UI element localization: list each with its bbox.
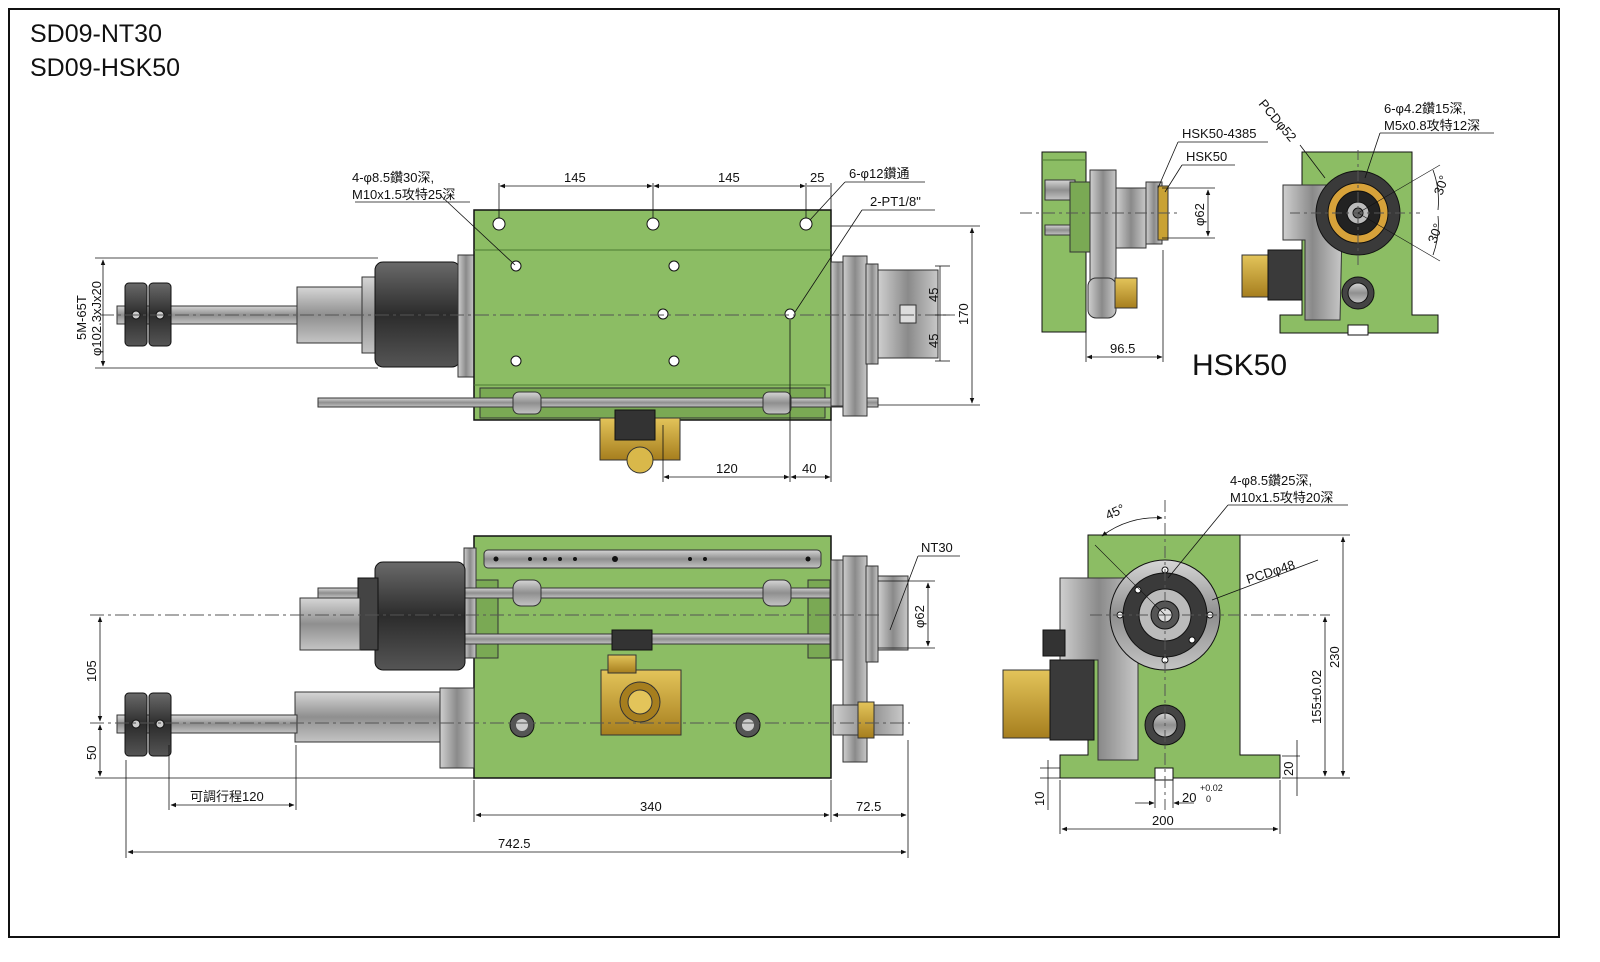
dim-145-b: 145: [718, 170, 740, 185]
hsk-callout-1: HSK50-4385: [1182, 126, 1256, 141]
front-valve: [1002, 669, 1054, 739]
side-nt30: NT30: [921, 540, 953, 555]
hsk-front-view: 30° 30° PCDφ52 6-φ4.2鑽15深, M5x0.8攻特12深: [1241, 96, 1494, 336]
front-pcd: PCDφ48: [1244, 557, 1297, 587]
front-dim-20-v: 20: [1281, 762, 1296, 776]
front-holes-1: 4-φ8.5鑽25深,: [1230, 473, 1312, 488]
side-dim-340: 340: [640, 799, 662, 814]
side-dim-105: 105: [84, 660, 99, 682]
hsk-holes-2: M5x0.8攻特12深: [1384, 118, 1480, 133]
dim-120: 120: [716, 461, 738, 476]
hsk-angle-b: 30°: [1425, 221, 1446, 245]
side-dim-742-5: 742.5: [498, 836, 531, 851]
side-view: φ62 NT30 105 50 可調行程120 340 72.5 742.5: [84, 535, 960, 858]
dim-145-a: 145: [564, 170, 586, 185]
dim-40: 40: [802, 461, 816, 476]
hsk-side-view: φ62 96.5 HSK50-4385 HSK50 HSK50: [1020, 126, 1287, 382]
front-dim-20-h: 20: [1182, 790, 1196, 805]
side-body: [473, 535, 832, 779]
top-spindle-plate: [842, 255, 868, 417]
top-view: 145 145 25 45 45 170 120 40 5M-65T φ102.…: [74, 166, 980, 482]
note-holes-1: 4-φ8.5鑽30深,: [352, 170, 434, 185]
dim-170: 170: [956, 303, 971, 325]
front-dim-230: 230: [1327, 646, 1342, 668]
hsk-label: HSK50: [1192, 349, 1287, 382]
front-tol-low: 0: [1206, 794, 1211, 804]
front-tol-up: +0.02: [1200, 783, 1223, 793]
side-dim-62: φ62: [912, 605, 927, 628]
front-dim-10: 10: [1032, 792, 1047, 806]
hsk-front-valve: [1241, 254, 1271, 298]
side-stroke: 可調行程120: [190, 789, 264, 804]
side-dim-50: 50: [84, 746, 99, 760]
dim-45-a: 45: [926, 288, 941, 302]
note-holes-2: M10x1.5攻特25深: [352, 187, 455, 202]
drawing-frame: [8, 8, 1560, 938]
hsk-holes-1: 6-φ4.2鑽15深,: [1384, 101, 1466, 116]
hsk-dim-62: φ62: [1192, 203, 1207, 226]
front-angle: 45°: [1103, 501, 1127, 523]
note-thru: 6-φ12鑽通: [849, 166, 909, 181]
side-motor: [374, 561, 466, 671]
dim-45-b: 45: [926, 334, 941, 348]
front-view: 45° 4-φ8.5鑽25深, M10x1.5攻特20深 PCDφ48 230 …: [1002, 473, 1350, 834]
hsk-pcd: PCDφ52: [1256, 96, 1300, 144]
front-dim-155: 155±0.02: [1309, 670, 1324, 724]
pulley-dia: φ102.3xJx20: [89, 281, 104, 356]
hsk-dim-96-5: 96.5: [1110, 341, 1135, 356]
model-title-nt30: SD09-NT30: [30, 20, 162, 48]
side-dim-72-5: 72.5: [856, 799, 881, 814]
dim-25: 25: [810, 170, 824, 185]
hsk-callout-2: HSK50: [1186, 149, 1227, 164]
front-holes-2: M10x1.5攻特20深: [1230, 490, 1333, 505]
model-title-hsk50: SD09-HSK50: [30, 54, 181, 82]
side-cylinder: [294, 691, 446, 743]
note-pt: 2-PT1/8": [870, 194, 921, 209]
front-dim-200: 200: [1152, 813, 1174, 828]
hsk-angle-a: 30°: [1431, 173, 1452, 197]
belt-label: 5M-65T: [74, 295, 89, 340]
